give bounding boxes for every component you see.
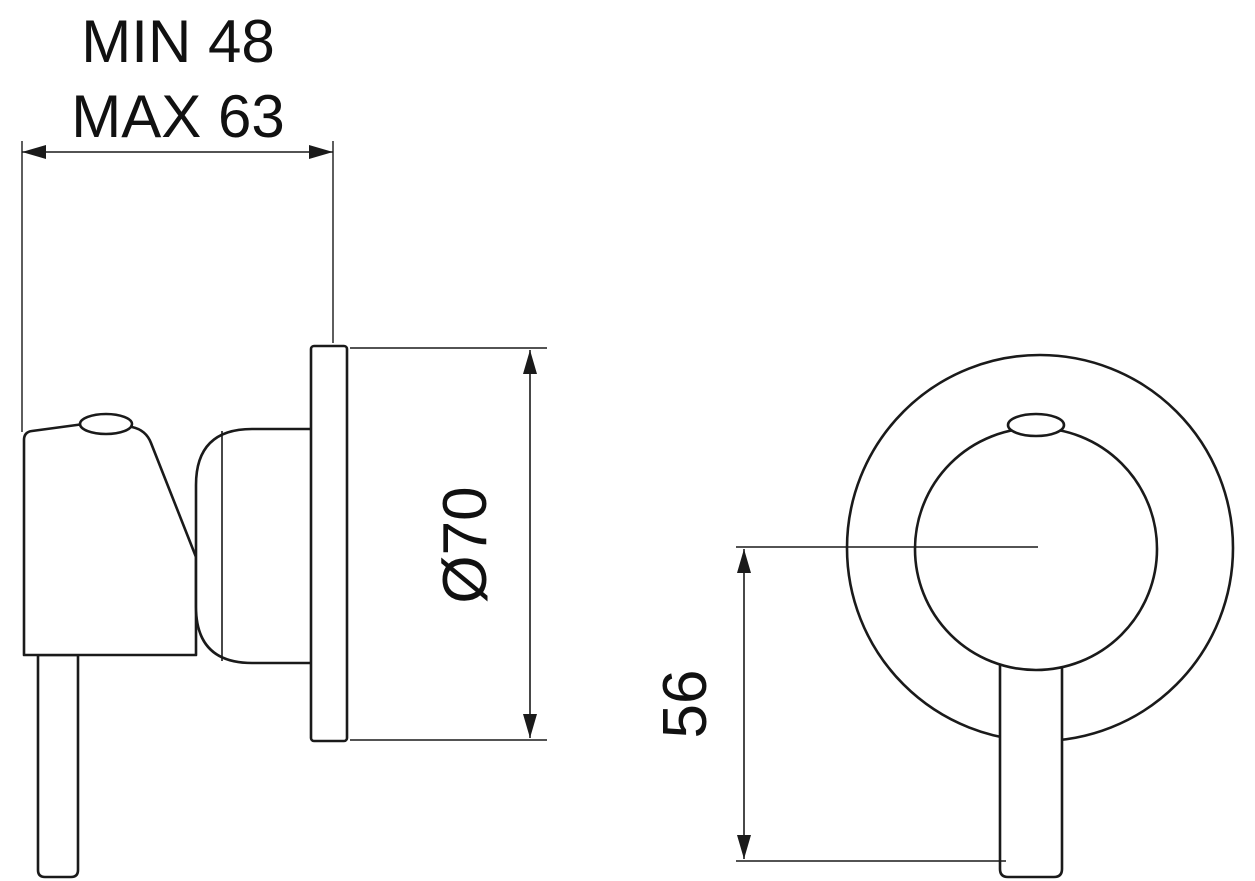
- front-view: [845, 353, 1235, 879]
- side-handle-lever: [36, 653, 80, 879]
- dimension-diameter: Ø70: [350, 347, 547, 741]
- handle-drop-arrowhead-bottom: [737, 835, 751, 859]
- side-wall-plate: [309, 344, 349, 743]
- handle-drop-label: 56: [651, 670, 720, 739]
- diameter-arrowhead-bottom: [523, 714, 537, 738]
- depth-arrowhead-left: [22, 145, 46, 159]
- depth-arrowhead-right: [309, 145, 333, 159]
- depth-max-label: MAX 63: [71, 83, 284, 150]
- front-handle-base-circle: [913, 426, 1159, 672]
- front-handle-button: [1006, 412, 1066, 438]
- side-handle-button: [78, 412, 134, 436]
- depth-min-label: MIN 48: [81, 8, 274, 75]
- diameter-label: Ø70: [431, 486, 500, 603]
- side-view: [22, 344, 349, 879]
- dimension-handle-drop: 56: [651, 546, 1038, 862]
- dimension-depth: MIN 48 MAX 63: [21, 8, 334, 432]
- front-handle-lever: [998, 633, 1064, 879]
- diameter-arrowhead-top: [523, 350, 537, 374]
- side-handle-body: [22, 422, 198, 657]
- handle-drop-arrowhead-top: [737, 549, 751, 573]
- side-valve-body: [194, 427, 315, 665]
